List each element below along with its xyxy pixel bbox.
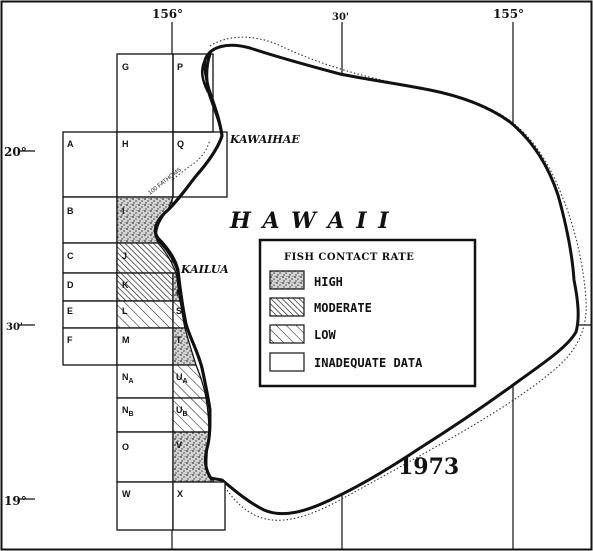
place-hawaii: H A W A I I: [229, 208, 391, 234]
legend-label-high: HIGH: [314, 275, 343, 289]
cell-M: [116, 327, 174, 366]
label-L: L: [122, 306, 128, 316]
label-C: C: [67, 251, 74, 261]
label-O: O: [122, 442, 129, 452]
label-I: I: [122, 206, 125, 216]
cell-G: [116, 53, 174, 133]
sampling-grid: [62, 53, 228, 531]
cell-O: [116, 431, 174, 483]
label-M: M: [122, 335, 130, 345]
label-NB: NB: [122, 405, 134, 418]
lon-label-30min: 30': [332, 12, 349, 23]
cell-W: [116, 481, 174, 531]
map-year: 1973: [398, 454, 459, 480]
label-UA: UA: [176, 372, 188, 385]
legend-swatch-low: [269, 324, 305, 344]
label-J: J: [122, 251, 127, 261]
label-NA: NA: [122, 372, 134, 385]
cell-B: [62, 196, 118, 244]
label-H: H: [122, 139, 129, 149]
cell-H: [116, 131, 174, 198]
label-B: B: [67, 206, 74, 216]
label-X: X: [177, 489, 183, 499]
place-kawaihae: KAWAIHAE: [229, 133, 300, 146]
cell-F: [62, 327, 118, 366]
label-S: S: [176, 306, 182, 316]
cell-C: [62, 242, 118, 274]
cell-X: [172, 481, 226, 531]
label-UB: UB: [176, 405, 188, 418]
cell-NB: [116, 397, 174, 433]
cell-NA: [116, 364, 174, 399]
label-G: G: [122, 62, 129, 72]
label-K: K: [122, 280, 129, 290]
legend-swatch-moderate: [269, 297, 305, 317]
label-Q: Q: [177, 139, 184, 149]
lat-label-20: 20°: [4, 145, 27, 159]
legend-label-moderate: MODERATE: [314, 301, 372, 315]
cell-UB: [172, 397, 210, 433]
lon-label-156: 156°: [152, 7, 183, 21]
label-F: F: [67, 335, 73, 345]
label-V: V: [176, 440, 182, 450]
legend-label-inadequate: INADEQUATE DATA: [314, 356, 423, 370]
place-kailua: KAILUA: [180, 263, 229, 276]
label-D: D: [67, 280, 74, 290]
north-coastline: [200, 59, 210, 93]
legend-swatch-high: [269, 270, 305, 290]
west-coastline: [153, 53, 224, 481]
cell-L: [116, 300, 174, 329]
cell-Q: [172, 131, 228, 198]
legend-swatch-inadequate: [269, 352, 305, 372]
lat-label-19: 19°: [4, 494, 27, 508]
label-R: R: [176, 288, 183, 298]
label-A: A: [67, 139, 74, 149]
legend-label-low: LOW: [314, 328, 336, 342]
label-E: E: [67, 306, 73, 316]
label-W: W: [122, 489, 131, 499]
lat-label-30min: 30': [6, 322, 23, 333]
label-T: T: [176, 335, 182, 345]
legend: FISH CONTACT RATE HIGH MODERATE LOW INAD…: [258, 238, 477, 388]
legend-title: FISH CONTACT RATE: [284, 252, 414, 263]
lon-label-155: 155°: [493, 7, 524, 21]
label-P: P: [177, 62, 183, 72]
